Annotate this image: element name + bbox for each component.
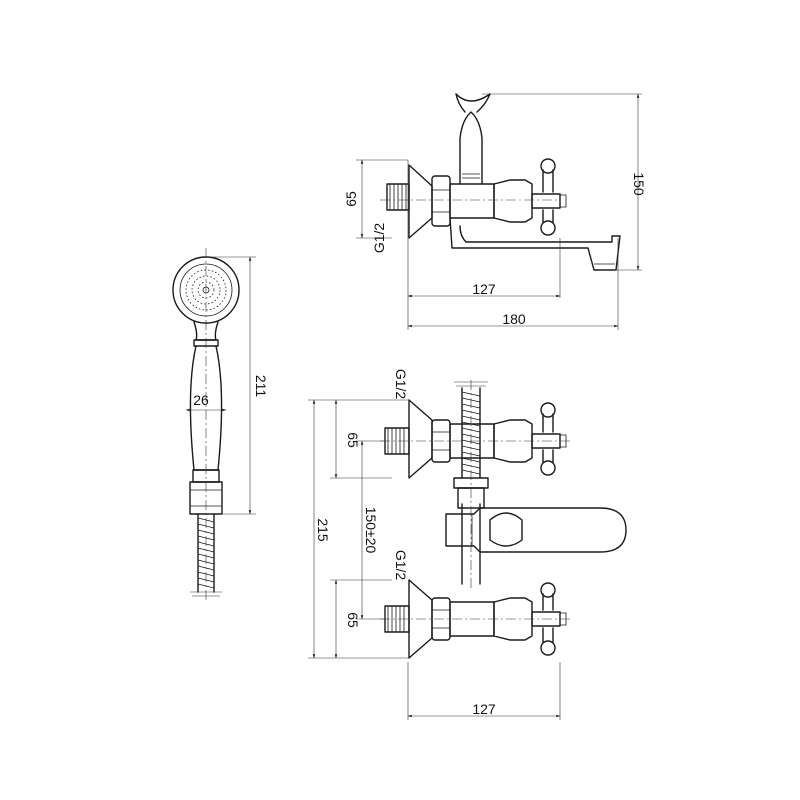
front-dim-thread-top: G1/2 [393, 369, 409, 400]
front-dim-65-top: 65 [345, 432, 361, 448]
side-dim-127: 127 [472, 281, 496, 297]
side-shower-holder [455, 93, 491, 185]
front-dim-65-bottom: 65 [345, 612, 361, 628]
front-dim-127: 127 [472, 701, 496, 717]
front-dim-spacing: 150±20 [363, 507, 379, 554]
front-dim-215: 215 [315, 518, 331, 542]
side-escutcheon [408, 164, 433, 239]
front-spout [445, 507, 627, 553]
side-wall-thread [386, 183, 410, 211]
side-spout [449, 217, 621, 271]
hand-shower: 211 26 [172, 248, 269, 600]
front-view: G1/2 65 215 150±20 G1/2 65 127 [308, 369, 627, 720]
shower-dim-211: 211 [253, 375, 269, 398]
front-dim-thread-bottom: G1/2 [393, 550, 409, 581]
shower-dim-26: 26 [193, 392, 209, 408]
side-valve-bonnet [493, 179, 533, 223]
side-dim-150: 150 [631, 172, 647, 196]
side-body [449, 183, 495, 219]
front-upper-valve [384, 399, 567, 479]
side-dim-65: 65 [343, 191, 359, 207]
side-dim-180: 180 [502, 311, 526, 327]
side-cross-handle [531, 158, 567, 236]
side-view: 65 G1/2 150 127 180 [343, 93, 647, 330]
side-dim-thread: G1/2 [371, 223, 387, 254]
side-hex-nut [431, 175, 451, 227]
